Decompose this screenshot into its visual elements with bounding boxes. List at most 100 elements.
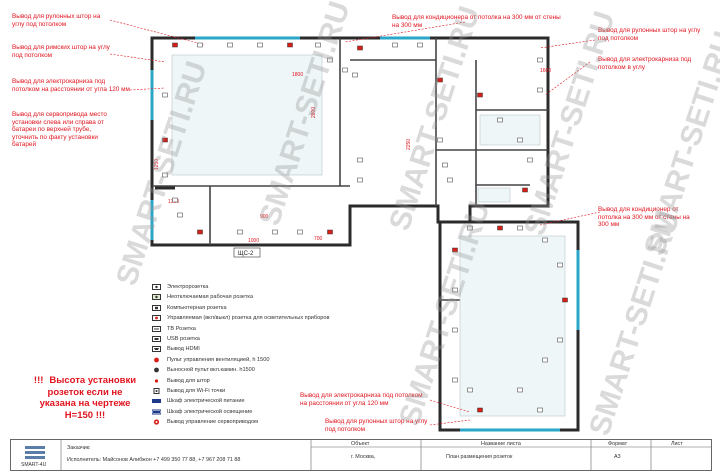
logo-text: SMART-4U: [21, 462, 47, 468]
format-value: А3: [614, 454, 621, 460]
note-roller-right: Вывод для рулонных штор на углу под пото…: [598, 27, 701, 42]
note-roller-left: Вывод для рулонных штор на углу под пото…: [12, 13, 101, 28]
socket-marker: [562, 297, 568, 303]
socket-marker: [437, 77, 443, 83]
legend-label: Вывод для Wi-Fi точки: [167, 387, 226, 394]
legend-label: Управляемая (вкл/выкл) розетка для освет…: [167, 315, 330, 322]
socket-marker: [452, 247, 458, 253]
dim-1600: 1600: [540, 68, 551, 74]
socket-marker: [392, 42, 398, 48]
legend-label: Вывод HDMI: [167, 346, 200, 353]
power-panel-icon: [152, 399, 161, 404]
socket-marker: [517, 225, 523, 231]
socket-marker: [257, 42, 263, 48]
legend-item-blind-output: Вывод для штор: [150, 376, 390, 386]
dim-1800: 1800: [292, 72, 303, 78]
socket-marker: [342, 67, 348, 73]
room-fills: [171, 54, 566, 417]
socket-marker: [442, 162, 448, 168]
socket-marker: [477, 92, 483, 98]
note-curtain-rail-left: Вывод для электрокарниза под потолком на…: [12, 78, 130, 93]
socket-marker: [557, 262, 563, 268]
customer-label: Заказчик:: [67, 445, 91, 451]
socket-marker: [417, 42, 423, 48]
note-curtain-rail-right: Вывод для электрокарниза под потолком в …: [598, 56, 692, 71]
legend-label: Вывод управление сервоприводом: [167, 419, 259, 426]
note-curtain-rail-bottom: Вывод для электрокарниза под потолком на…: [300, 392, 423, 407]
dim-900: 900: [260, 214, 269, 220]
socket-marker: [357, 45, 363, 51]
legend-label: Неотключаемая рабочая розетка: [167, 294, 254, 301]
hdmi-icon: [152, 346, 161, 353]
socket-marker: [467, 387, 473, 393]
socket-marker: [327, 229, 333, 235]
object-header: Объект: [351, 441, 370, 447]
socket-marker: [467, 225, 473, 231]
legend-item-socket: Электророзетка: [150, 282, 390, 292]
socket-unswitched-icon: [152, 294, 161, 301]
executor: Исполнитель: Майсонов Алибжон +7 499 350…: [67, 457, 241, 463]
legend-item-hdmi: Вывод HDMI: [150, 344, 390, 354]
dim-2800: 2800: [311, 107, 317, 118]
dim-2250: 2250: [406, 139, 412, 150]
socket-marker: [237, 229, 243, 235]
blind-output-icon: [154, 378, 159, 383]
sheet-header: Название листа: [481, 441, 521, 447]
dim-1000: 1000: [248, 238, 259, 244]
note-ac-right: Вывод для кондиционер от потолка на 300 …: [598, 206, 690, 229]
legend-item-usb-socket: USB розетка: [150, 334, 390, 344]
socket-marker: [172, 42, 178, 48]
socket-marker: [452, 287, 458, 293]
tv-socket-icon: [152, 325, 161, 332]
note-roman-blind: Вывод для римских штор на углу под потол…: [12, 44, 110, 59]
socket-marker: [537, 407, 543, 413]
legend-item-lighting-panel: Шкаф электрической освещение: [150, 407, 390, 417]
warning-text: Высота установки розеток если не указана…: [39, 375, 137, 421]
fireplace-remote-icon: [154, 367, 159, 373]
socket-markers: [162, 42, 568, 413]
socket-marker: [542, 237, 548, 243]
socket-marker: [517, 137, 523, 143]
socket-marker: [477, 407, 483, 413]
socket-icon: [152, 284, 161, 290]
socket-marker: [172, 197, 178, 203]
legend-item-computer-socket: Компьютерная розетка: [150, 303, 390, 313]
legend-item-power-panel: Шкаф электрической питание: [150, 396, 390, 406]
socket-marker: [522, 187, 528, 193]
legend-item-managed-socket: Управляемая (вкл/выкл) розетка для освет…: [150, 313, 390, 323]
panel-code: ЩС-2: [238, 251, 254, 257]
legend-item-servo-output: Вывод управление сервоприводом: [150, 417, 390, 427]
socket-marker: [327, 57, 333, 63]
socket-marker: [447, 177, 453, 183]
legend-label: ТВ Розетка: [167, 325, 196, 332]
legend-label: Выносной пульт вкл.камин. h1500: [167, 367, 255, 374]
vent-panel-icon: [154, 357, 159, 363]
legend-label: Шкаф электрической освещение: [167, 408, 253, 415]
object-value: г. Москва,: [351, 454, 376, 460]
socket-marker: [162, 172, 168, 178]
socket-marker: [517, 387, 523, 393]
socket-marker: [272, 229, 278, 235]
socket-marker: [297, 229, 303, 235]
socket-marker: [227, 42, 233, 48]
socket-marker: [357, 177, 363, 183]
partitions: [152, 38, 548, 301]
sheet-value: План размещения розеток: [446, 454, 513, 460]
lighting-panel-icon: [152, 409, 161, 415]
height-warning: !!!Высота установки розеток если не указ…: [30, 375, 140, 421]
leader-lines: [109, 19, 601, 426]
managed-socket-icon: [152, 315, 161, 322]
socket-marker: [352, 72, 358, 78]
format-header: Формат: [608, 441, 628, 447]
legend-item-tv-socket: ТВ Розетка: [150, 324, 390, 334]
socket-marker: [197, 42, 203, 48]
socket-marker: [537, 57, 543, 63]
socket-marker: [497, 225, 503, 231]
computer-socket-icon: [152, 304, 161, 311]
usb-socket-icon: [152, 335, 161, 342]
legend-item-vent-panel: Пульт управления вентиляцией, h 1500: [150, 355, 390, 365]
legend-label: Шкаф электрической питание: [167, 398, 245, 405]
socket-marker: [177, 212, 183, 218]
note-roller-bottom: Вывод для рулонных штор на углу под пото…: [325, 418, 428, 433]
legend-item-fireplace-remote: Выносной пульт вкл.камин. h1500: [150, 365, 390, 375]
